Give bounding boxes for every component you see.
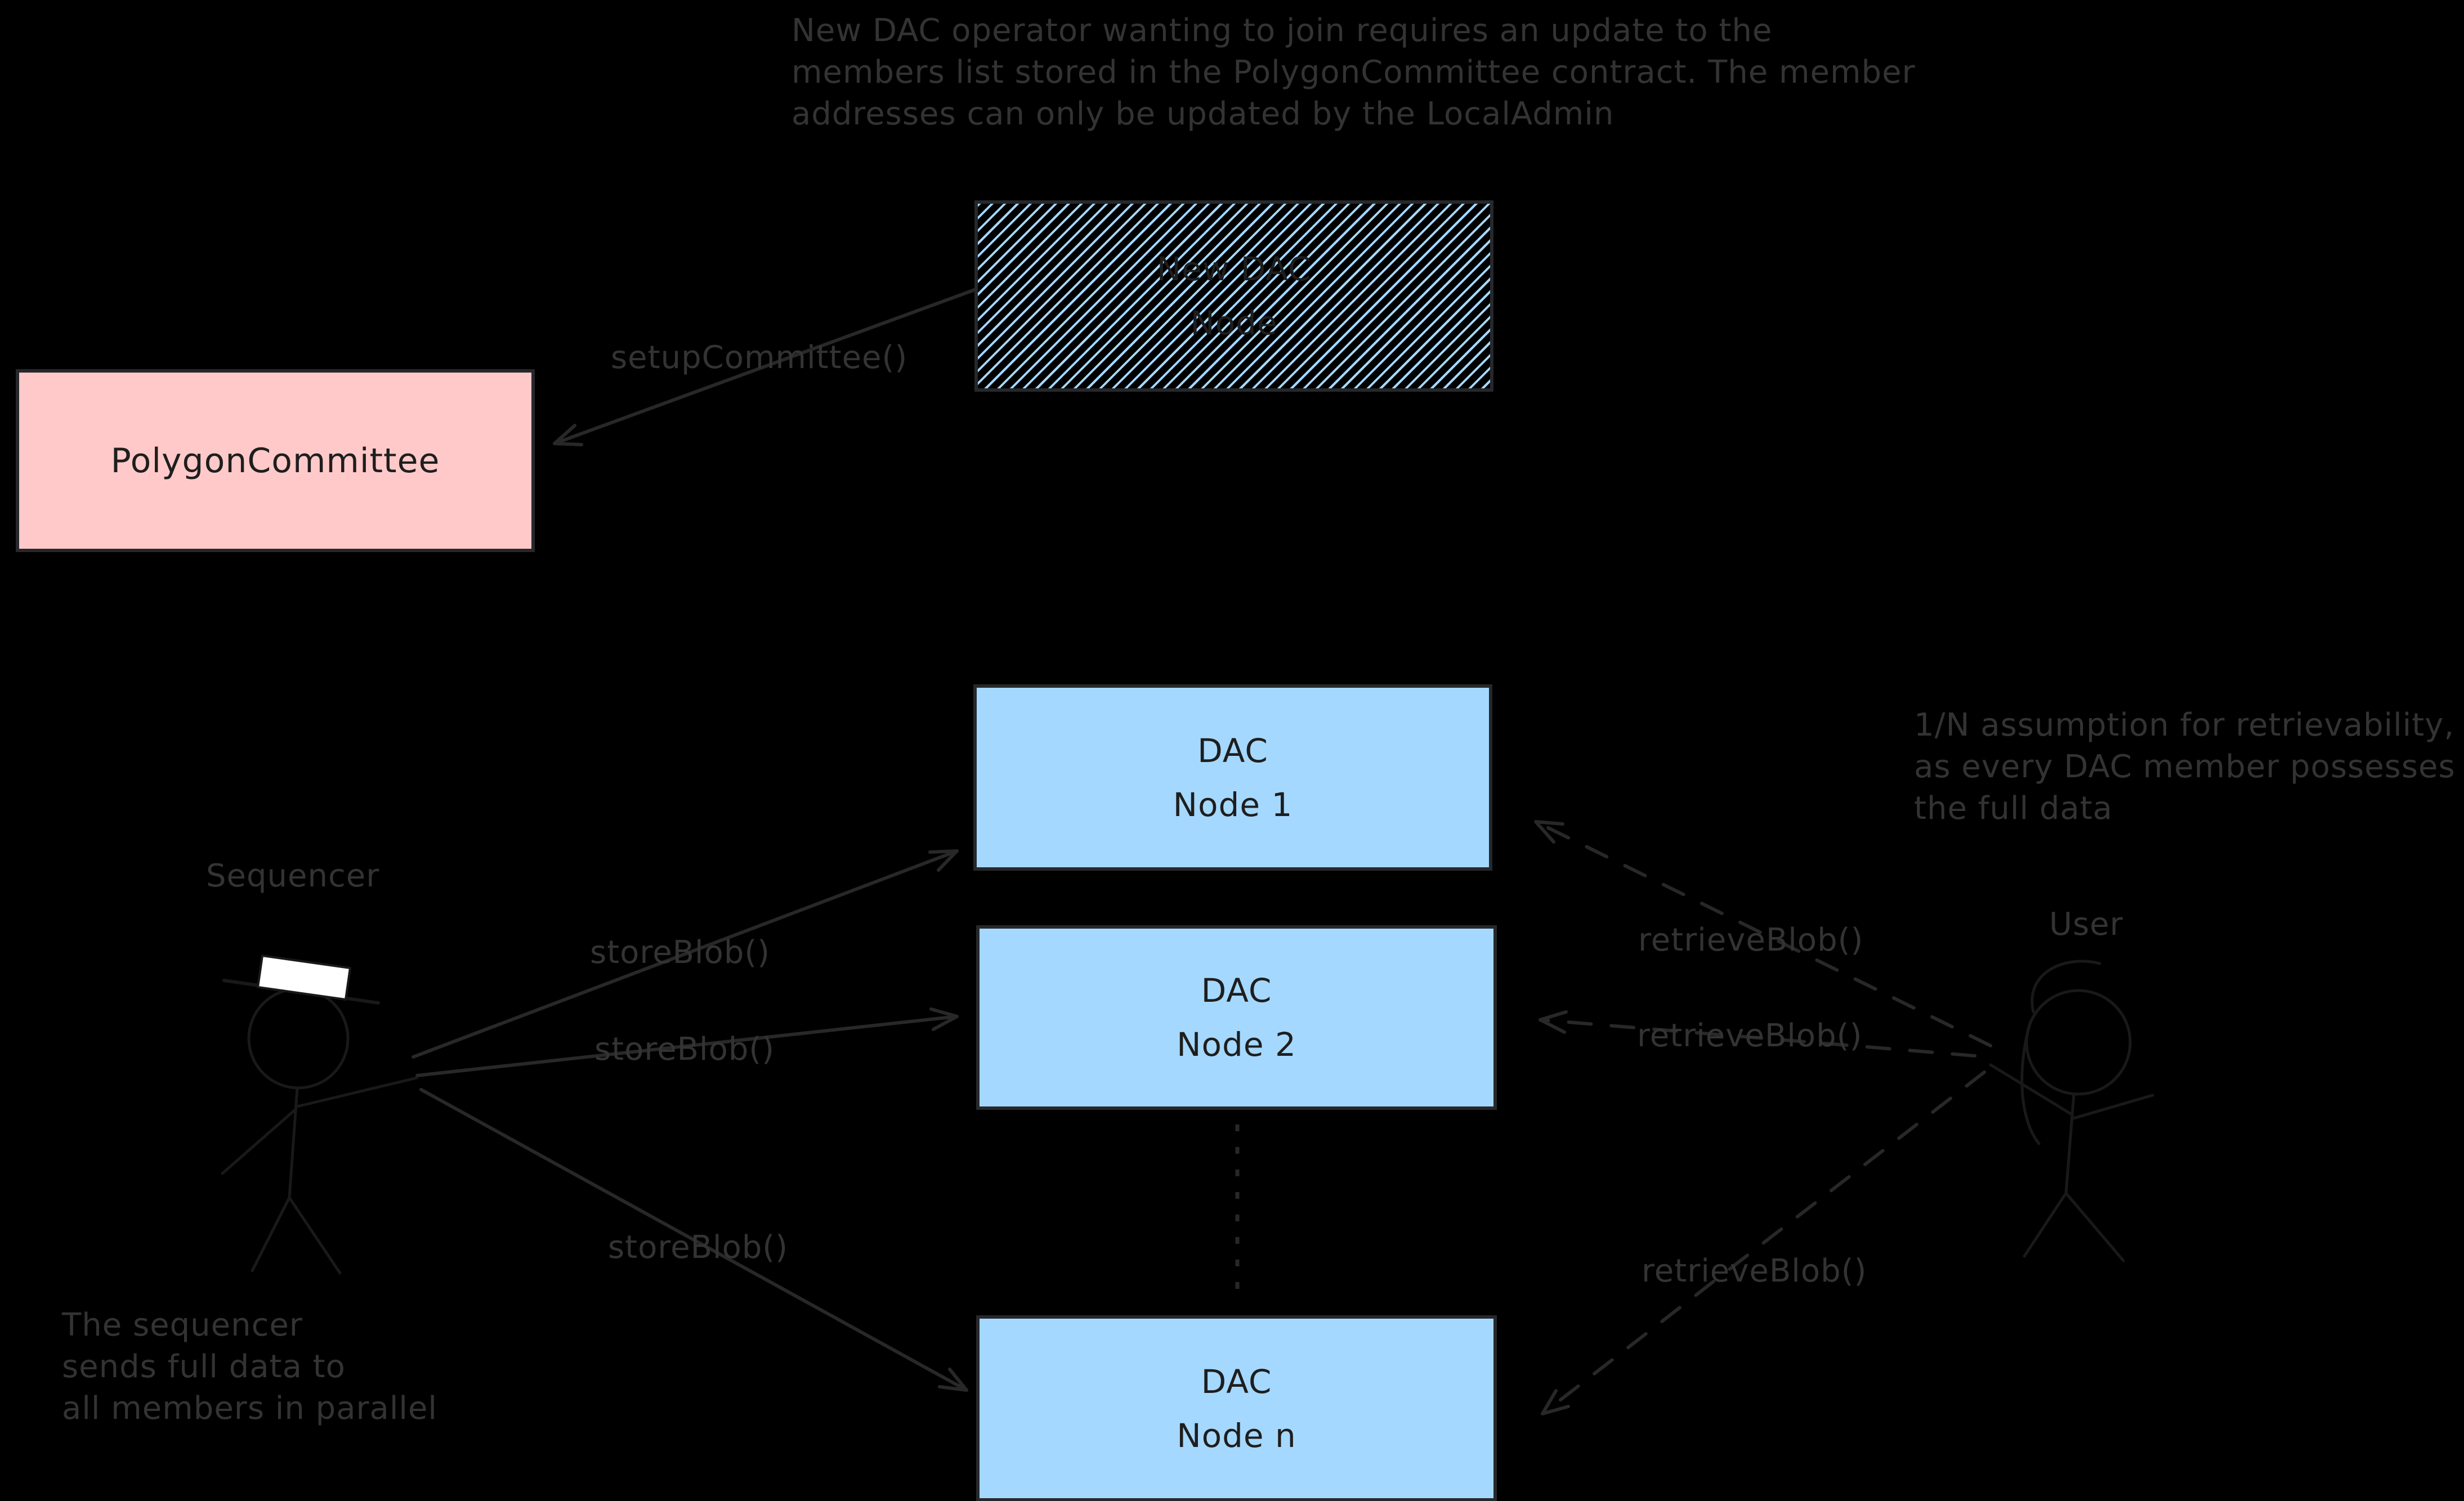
storeblob-label-3: storeBlob() (608, 1229, 789, 1266)
storeblob-label-2: storeBlob() (594, 1031, 775, 1068)
retrieveblob-label-2: retrieveBlob() (1637, 1018, 1863, 1054)
sequencer-arm-right (296, 1076, 419, 1108)
retrieveblob-label-1: retrieveBlob() (1638, 922, 1864, 958)
user-leg-left (2023, 1191, 2068, 1258)
sequencer-figure (221, 955, 419, 1275)
storeblob-arrow-1 (412, 849, 959, 1059)
join-requirement-note: New DAC operator wanting to join require… (791, 12, 1916, 132)
retrieveblob-arrow-3 (1541, 1070, 1986, 1415)
user-arm-left (1989, 1063, 2073, 1116)
user-figure (1989, 960, 2154, 1262)
retrieveblob-arrow-2 (1539, 1010, 1976, 1058)
retrieveblob-label-3: retrieveBlob() (1642, 1253, 1867, 1289)
user-leg-right (2064, 1191, 2125, 1262)
dac-node-n-label: DAC Node n (1177, 1362, 1296, 1455)
parallel-send-note: The sequencer sends full data to all mem… (62, 1307, 437, 1427)
polygon-committee-label: PolygonCommittee (110, 441, 440, 481)
storeblob-arrow-2 (415, 1007, 959, 1077)
retrievability-note: 1/N assumption for retrievability, as ev… (1914, 707, 2456, 827)
dac-node-2-label: DAC Node 2 (1177, 971, 1296, 1064)
polygon-committee-box: PolygonCommittee (16, 369, 535, 552)
retrieveblob-arrow-1 (1534, 820, 1992, 1047)
dac-node-n-box: DAC Node n (976, 1315, 1497, 1501)
setupcommittee-label: setupCommittee() (611, 339, 908, 376)
setupcommittee-arrow (553, 288, 976, 446)
sequencer-label: Sequencer (206, 858, 380, 894)
user-head (2025, 989, 2132, 1096)
storeblob-arrow-3 (419, 1088, 968, 1392)
dac-node-1-label: DAC Node 1 (1173, 731, 1293, 824)
user-arm-right (2070, 1094, 2154, 1121)
user-hair (2031, 960, 2101, 1014)
dac-node-2-box: DAC Node 2 (976, 925, 1497, 1110)
user-ponytail (2020, 1020, 2041, 1145)
user-label: User (2049, 906, 2123, 943)
user-body (2064, 1092, 2076, 1195)
storeblob-label-1: storeBlob() (590, 934, 771, 971)
new-dac-node-label: New DAC Node (1156, 250, 1312, 342)
sequencer-leg-left (251, 1196, 291, 1273)
sequencer-body (288, 1086, 299, 1199)
sequencer-arm-left (221, 1108, 297, 1175)
new-dac-node-box: New DAC Node (974, 200, 1493, 392)
sequencer-head (247, 987, 350, 1090)
sequencer-leg-right (288, 1196, 342, 1275)
dac-node-1-box: DAC Node 1 (973, 684, 1492, 871)
sequencer-hat-top (257, 955, 351, 1001)
